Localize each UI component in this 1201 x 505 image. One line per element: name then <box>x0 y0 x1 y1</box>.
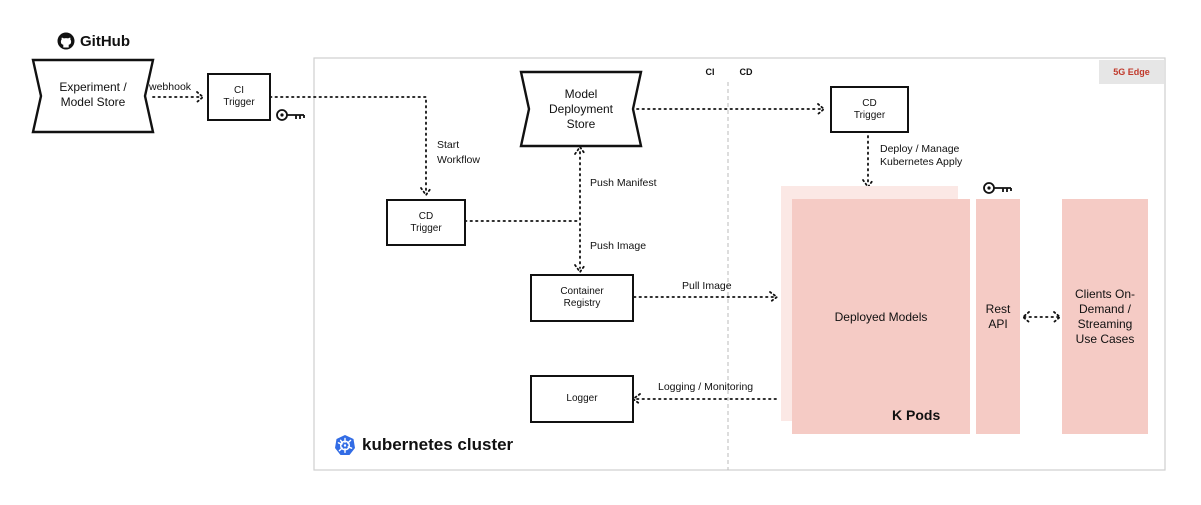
kubernetes-icon <box>335 435 355 455</box>
edge-deploy-label: Deploy / Manage Kubernetes Apply <box>880 143 963 168</box>
deployed-models-label: Deployed Models <box>834 310 928 324</box>
ci-trigger-node: CI Trigger <box>207 73 271 121</box>
container-registry-node: Container Registry <box>530 274 634 322</box>
logger-label: Logger <box>566 393 598 404</box>
github-label: GitHub <box>80 32 130 50</box>
arrowhead-pull-image <box>769 291 778 303</box>
edge-label: 5G Edge <box>1113 67 1150 77</box>
cd-trigger-right-node: CD Trigger <box>830 86 909 133</box>
kubernetes-logo: kubernetes cluster <box>334 433 513 457</box>
edge-push-manifest-label: Push Manifest <box>590 177 657 189</box>
cd-trigger-left-label: CD Trigger <box>410 210 442 234</box>
experiment-store-label: Experiment / Model Store <box>59 80 127 109</box>
clients-label: Clients On-Demand / Streaming Use Cases <box>1074 287 1136 346</box>
rest-api-panel <box>976 199 1020 434</box>
edge-start-workflow-line <box>269 96 427 194</box>
container-registry-label: Container Registry <box>560 286 604 309</box>
ci-label: CI <box>695 63 725 81</box>
logger-node: Logger <box>530 375 634 423</box>
edge-webhook-label: webhook <box>149 81 192 93</box>
arrowhead-mds-cd <box>817 103 825 115</box>
arrowhead-push-image <box>574 264 586 273</box>
model-deployment-store-shape <box>519 70 643 148</box>
edge-pull-image-label: Pull Image <box>682 280 732 292</box>
kubernetes-cluster-frame <box>313 57 1166 471</box>
cd-trigger-left-node: CD Trigger <box>386 199 466 246</box>
edge-tag: 5G Edge <box>1099 60 1164 84</box>
arrowhead-api-left <box>1022 311 1030 323</box>
kubernetes-label: kubernetes cluster <box>362 435 514 454</box>
edge-push-image-label: Push Image <box>590 240 647 252</box>
github-logo: GitHub <box>57 31 130 51</box>
ci-trigger-label: CI Trigger <box>223 85 255 108</box>
arrowhead-api-right <box>1053 311 1061 323</box>
cd-label: CD <box>731 63 761 81</box>
clients-panel <box>1062 199 1148 434</box>
arrowhead-start-workflow <box>420 187 432 196</box>
github-icon <box>57 32 75 50</box>
rest-api-label: Rest API <box>985 302 1011 331</box>
edge-start-workflow-label: Start Workflow <box>437 139 480 166</box>
model-deployment-store-label: Model Deployment Store <box>548 87 614 131</box>
model-deployment-store-node: Model Deployment Store <box>536 87 626 132</box>
cd-trigger-right-label: CD Trigger <box>853 97 886 121</box>
arrowhead-webhook <box>196 91 204 103</box>
edge-logging-label: Logging / Monitoring <box>658 381 754 393</box>
experiment-store-node: Experiment / Model Store <box>46 80 140 110</box>
k-pods-label: K Pods <box>892 407 941 423</box>
key-icon <box>276 109 305 121</box>
experiment-store-shape <box>31 58 155 134</box>
key-icon <box>983 182 1012 194</box>
k-pods-panel <box>792 199 970 434</box>
